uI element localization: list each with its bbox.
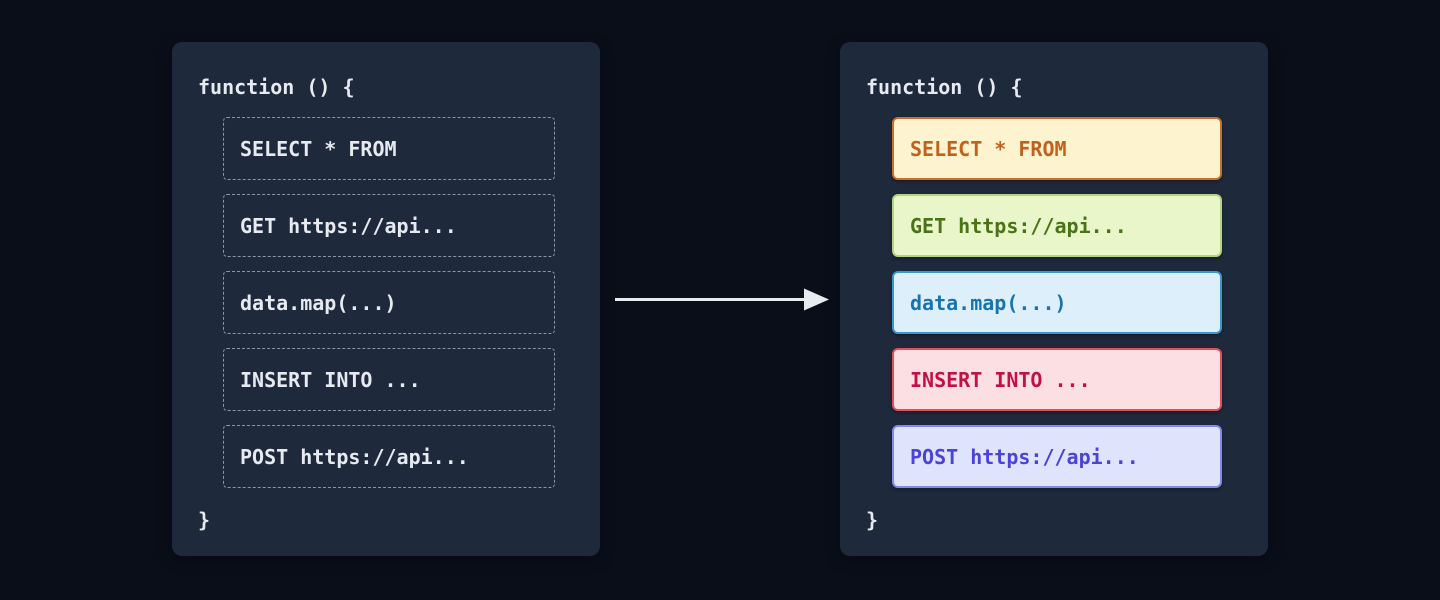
code-slot-label: SELECT * FROM bbox=[240, 136, 397, 161]
code-slot-label: GET https://api... bbox=[910, 213, 1127, 238]
code-slot-label: POST https://api... bbox=[910, 444, 1139, 469]
code-slot-colored: GET https://api... bbox=[892, 194, 1222, 257]
code-slot-colored: INSERT INTO ... bbox=[892, 348, 1222, 411]
code-slot-label: INSERT INTO ... bbox=[240, 367, 421, 392]
code-slot-colored: SELECT * FROM bbox=[892, 117, 1222, 180]
code-slot-dashed: INSERT INTO ... bbox=[223, 348, 555, 411]
code-slot-dashed: data.map(...) bbox=[223, 271, 555, 334]
left-code-rows: SELECT * FROM GET https://api... data.ma… bbox=[223, 117, 555, 488]
code-slot-dashed: SELECT * FROM bbox=[223, 117, 555, 180]
code-slot-label: data.map(...) bbox=[910, 290, 1067, 315]
code-slot-label: data.map(...) bbox=[240, 290, 397, 315]
code-slot-label: SELECT * FROM bbox=[910, 136, 1067, 161]
code-slot-label: INSERT INTO ... bbox=[910, 367, 1091, 392]
code-slot-dashed: GET https://api... bbox=[223, 194, 555, 257]
function-close-line: } bbox=[198, 508, 211, 532]
arrow-right-icon bbox=[608, 284, 840, 316]
code-slot-colored: data.map(...) bbox=[892, 271, 1222, 334]
code-slot-label: POST https://api... bbox=[240, 444, 469, 469]
code-slot-colored: POST https://api... bbox=[892, 425, 1222, 488]
function-open-line: function () { bbox=[866, 75, 1023, 99]
code-slot-dashed: POST https://api... bbox=[223, 425, 555, 488]
right-code-panel: function () { SELECT * FROM GET https://… bbox=[840, 42, 1268, 556]
left-code-panel: function () { SELECT * FROM GET https://… bbox=[172, 42, 600, 556]
code-slot-label: GET https://api... bbox=[240, 213, 457, 238]
right-code-rows: SELECT * FROM GET https://api... data.ma… bbox=[892, 117, 1222, 488]
function-close-line: } bbox=[866, 508, 879, 532]
function-open-line: function () { bbox=[198, 75, 355, 99]
